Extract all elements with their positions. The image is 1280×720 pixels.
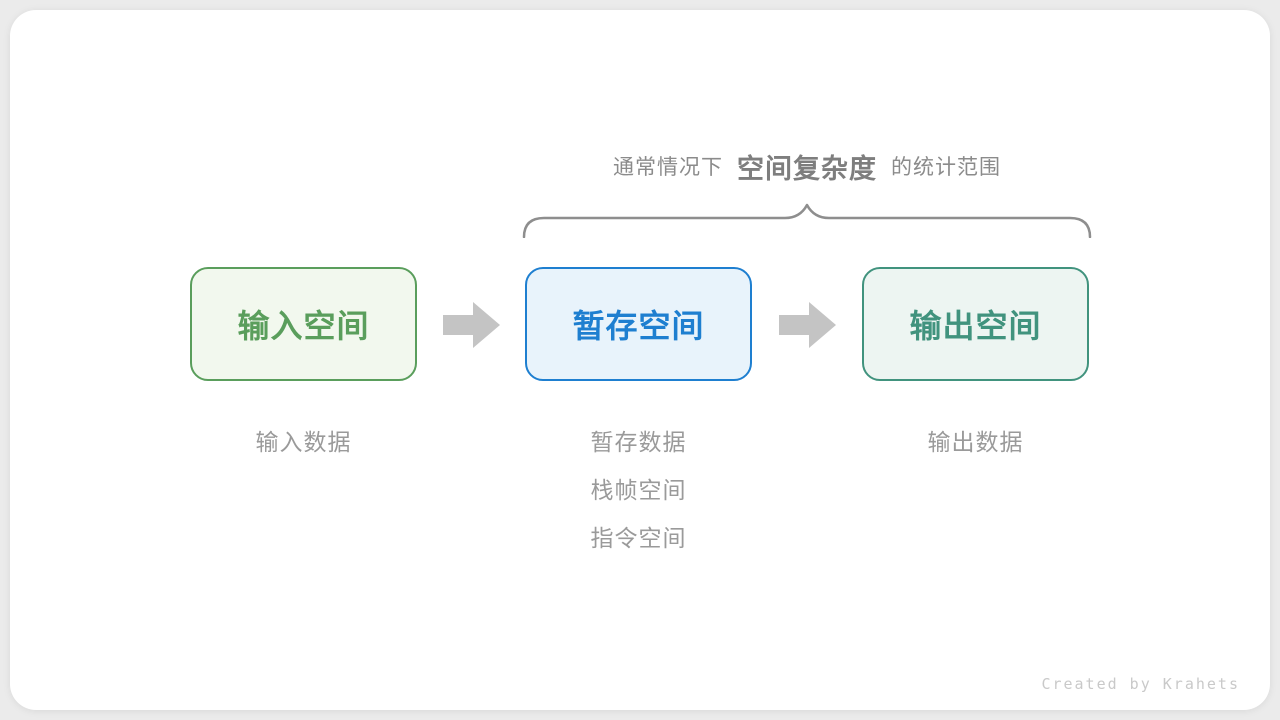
output-space-label: 输出空间 (909, 308, 1042, 344)
input-space-sublabels: 输入数据 (190, 418, 417, 466)
right-arrow-icon (779, 302, 836, 348)
annotation-title-prefix: 通常情况下 (613, 156, 723, 179)
annotation-title: 通常情况下 空间复杂度 的统计范围 (522, 144, 1092, 188)
output-space-box: 输出空间 (862, 267, 1089, 381)
curly-brace (522, 203, 1092, 238)
sublabel: 指令空间 (590, 525, 687, 551)
sublabel: 栈帧空间 (590, 477, 687, 503)
input-space-box: 输入空间 (190, 267, 417, 381)
annotation-title-emphasis: 空间复杂度 (737, 153, 877, 184)
temp-space-label: 暂存空间 (572, 308, 705, 344)
output-space-sublabels: 输出数据 (862, 418, 1089, 466)
sublabel: 暂存数据 (590, 429, 687, 455)
annotation-title-suffix: 的统计范围 (891, 156, 1001, 179)
temp-space-sublabels: 暂存数据 栈帧空间 指令空间 (525, 418, 752, 562)
right-arrow-icon (443, 302, 500, 348)
sublabel: 输入数据 (255, 429, 352, 455)
temp-space-box: 暂存空间 (525, 267, 752, 381)
sublabel: 输出数据 (927, 429, 1024, 455)
input-space-label: 输入空间 (237, 308, 370, 344)
watermark-credit: Created by Krahets (1041, 675, 1240, 693)
